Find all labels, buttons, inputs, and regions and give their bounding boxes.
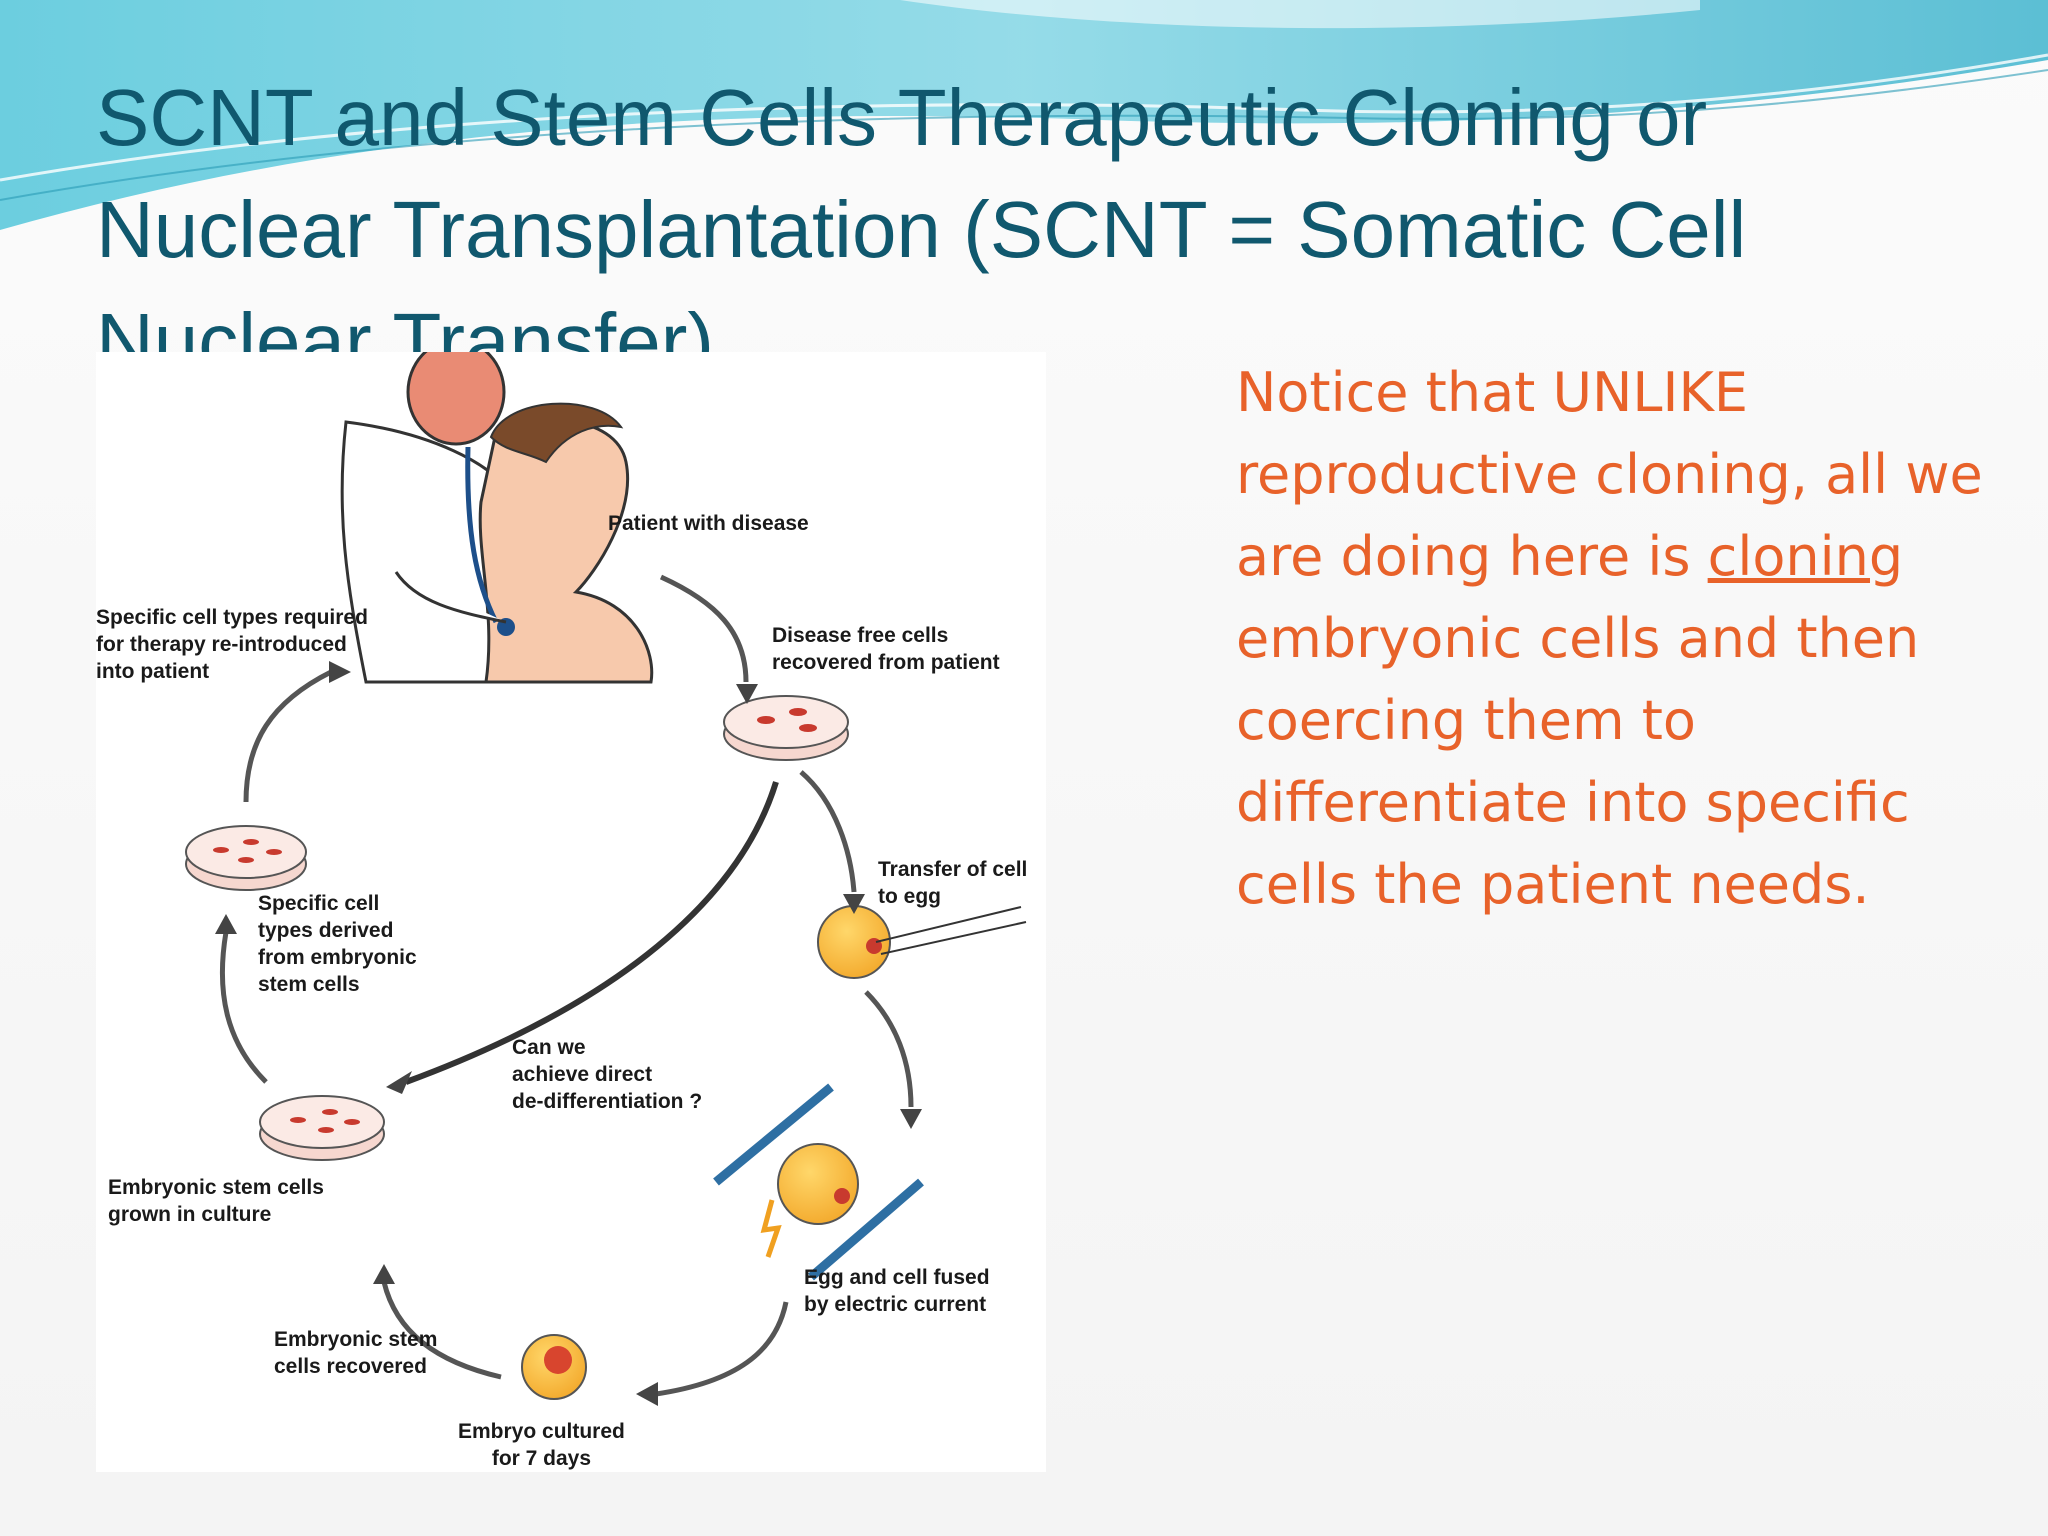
label-specific-cells-derived: Specific cell types derived from embryon… [258,892,417,996]
note-text-after: embryonic cells and then coercing them t… [1236,607,1920,916]
scnt-diagram: Patient with disease Disease free cells … [96,352,1046,1472]
egg-transfer [817,905,1027,979]
header-swoosh-decoration [0,0,2048,230]
dish-disease-free [723,695,849,761]
cycle-arrows [219,574,914,1397]
label-es-cells-recovered: Embryonic stem cells recovered [274,1328,438,1378]
slide-title: SCNT and Stem Cells Therapeutic Cloning … [96,73,1747,352]
doctor-patient-illustration [340,352,654,684]
label-patient-with-disease: Patient with disease [608,512,809,535]
electric-fusion [713,1083,924,1281]
note-underlined-word: cloning [1707,525,1904,588]
arrow-heads [215,661,922,1406]
label-transfer-to-egg: Transfer of cell to egg [878,858,1028,908]
dish-embryonic-culture [259,1095,385,1161]
label-embryo-cultured: Embryo cultured for 7 days [458,1420,625,1470]
embryo [521,1334,587,1400]
dish-specific-cells [185,825,307,891]
label-es-cells-in-culture: Embryonic stem cells grown in culture [108,1176,324,1226]
explanation-note: Notice that UNLIKE reproductive cloning,… [1236,352,1996,926]
diagram-artwork [185,352,1027,1406]
label-disease-free-cells: Disease free cells recovered from patien… [772,624,1000,674]
label-reintroduced-into-patient: Specific cell types required for therapy… [96,606,368,683]
label-egg-cell-fused: Egg and cell fused by electric current [804,1266,990,1316]
label-direct-dedifferentiation: Can we achieve direct de-differentiation… [512,1036,703,1113]
note-text-before: Notice that UNLIKE reproductive cloning,… [1236,361,1983,588]
